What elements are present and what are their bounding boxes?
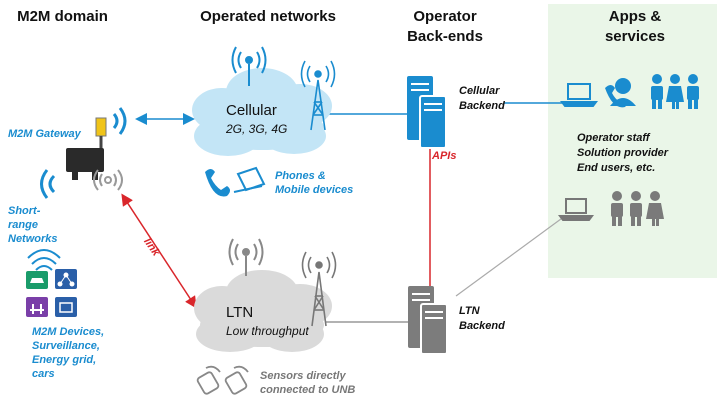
support-agent-icon [605,78,636,108]
camera-device-icon [55,297,77,317]
header-apps-line2: services [604,28,666,45]
cellular-backend-server-icon [407,76,447,149]
mobile-devices-icon [233,166,266,193]
devices-line4: cars [32,368,55,380]
gateway-signal-gray-icon [93,169,123,191]
laptop-icon-top [560,83,598,107]
phones-line2: Mobile devices [275,184,354,196]
cellular-tower-icon [300,60,336,131]
network-device-icon [55,269,77,289]
header-operated-networks: Operated networks [200,8,336,25]
cellular-antenna-left-icon [231,46,267,86]
devices-line3: Energy grid, [32,354,97,366]
people-gray-icon [611,191,664,226]
gateway-signal-left-icon [40,169,56,199]
short-range-line2: range [8,219,38,231]
ltn-cloud [194,270,332,352]
ltn-tower-icon [301,251,337,327]
sensor-left-icon [196,365,221,395]
apps-line2: Solution provider [577,147,669,159]
gateway-signal-right-icon [112,107,127,135]
header-operator-line1: Operator [413,8,477,25]
short-range-wifi-icon [27,249,61,271]
ltn-backend-line2: Backend [459,320,505,332]
apps-panel [548,4,717,278]
ltn-backend-server-icon [408,286,448,355]
ltn-title: LTN [226,304,254,321]
people-blue-icon [651,74,699,109]
ltn-antenna-left-icon [228,238,264,276]
short-range-line1: Short- [8,205,41,217]
phone-icon [205,169,230,197]
ltn-backend-line1: LTN [459,305,480,317]
apps-line3: End users, etc. [577,162,656,174]
cellular-backend-line1: Cellular [459,85,500,97]
apis-label: APIs [432,150,457,162]
phones-line1: Phones & [275,170,326,182]
apps-line1: Operator staff [577,132,650,144]
cellular-sub: 2G, 3G, 4G [226,122,288,136]
devices-line2: Surveillance, [32,340,100,352]
ltn-sub: Low throughput [226,324,309,338]
grid-device-icon [26,297,48,317]
header-operator-line2: Back-ends [407,28,483,45]
header-m2m-domain: M2M domain [17,8,108,25]
gateway-label: M2M Gateway [8,128,81,140]
sensors-line2: connected to UNB [260,384,356,396]
sensor-right-icon [224,365,249,395]
link-arrow [121,193,197,309]
cellular-backend-line2: Backend [459,100,505,112]
cellular-title: Cellular [226,102,277,119]
header-apps-line1: Apps & [608,8,662,25]
short-range-line3: Networks [8,233,58,245]
devices-line1: M2M Devices, [32,326,105,338]
sensors-line1: Sensors directly [260,370,346,382]
car-device-icon [26,271,48,289]
cellular-cloud [192,68,332,156]
laptop-icon-bottom [558,198,594,221]
ltn-backend-to-apps-line [455,215,566,297]
